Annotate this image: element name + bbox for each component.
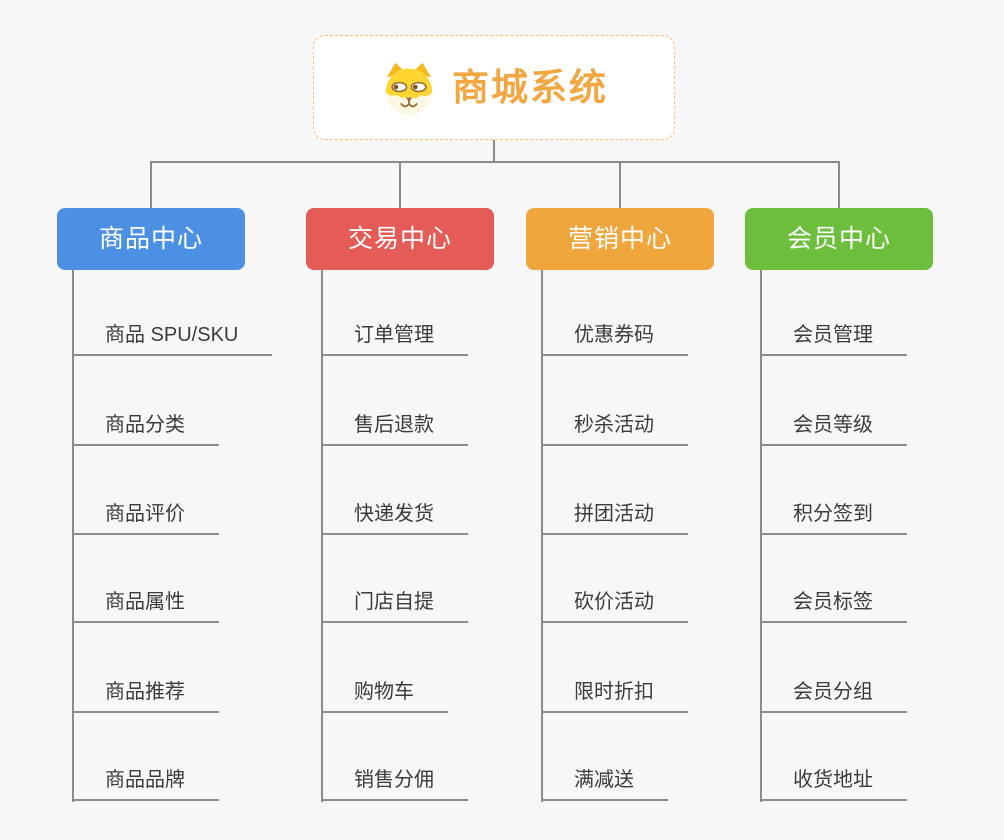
- child-node[interactable]: 门店自提: [321, 589, 468, 623]
- branch-node-trade-center[interactable]: 交易中心: [306, 208, 494, 270]
- child-node[interactable]: 商品评价: [72, 501, 219, 535]
- connector-drop-3: [619, 161, 621, 209]
- child-node[interactable]: 满减送: [541, 767, 668, 801]
- child-node[interactable]: 销售分佣: [321, 767, 468, 801]
- child-node[interactable]: 商品品牌: [72, 767, 219, 801]
- child-node[interactable]: 订单管理: [321, 322, 468, 356]
- child-node[interactable]: 购物车: [321, 679, 448, 713]
- child-node[interactable]: 优惠券码: [541, 322, 688, 356]
- branch-node-member-center[interactable]: 会员中心: [745, 208, 933, 270]
- root-title: 商城系统: [452, 67, 608, 108]
- child-node[interactable]: 砍价活动: [541, 589, 688, 623]
- child-node[interactable]: 会员等级: [760, 412, 907, 446]
- trunk-line-marketing-center: [541, 269, 543, 802]
- child-node[interactable]: 商品 SPU/SKU: [72, 322, 273, 356]
- child-node[interactable]: 快递发货: [321, 501, 468, 535]
- child-node[interactable]: 会员分组: [760, 679, 907, 713]
- child-node[interactable]: 会员标签: [760, 589, 907, 623]
- child-node[interactable]: 拼团活动: [541, 501, 688, 535]
- child-node[interactable]: 秒杀活动: [541, 412, 688, 446]
- trunk-line-trade-center: [321, 269, 323, 802]
- child-node[interactable]: 商品推荐: [72, 679, 219, 713]
- child-node[interactable]: 会员管理: [760, 322, 907, 356]
- connector-bus: [150, 161, 840, 163]
- child-node[interactable]: 收货地址: [760, 767, 907, 801]
- root-node[interactable]: 商城系统: [313, 35, 675, 140]
- connector-drop-4: [838, 161, 840, 209]
- child-node[interactable]: 商品属性: [72, 589, 219, 623]
- connector-drop-2: [399, 161, 401, 209]
- connector-root-drop: [493, 140, 495, 163]
- branch-node-marketing-center[interactable]: 营销中心: [526, 208, 714, 270]
- child-node[interactable]: 售后退款: [321, 412, 468, 446]
- child-node[interactable]: 商品分类: [72, 412, 219, 446]
- connector-drop-1: [150, 161, 152, 209]
- child-node[interactable]: 积分签到: [760, 501, 907, 535]
- dog-face-icon: [385, 62, 433, 115]
- child-node[interactable]: 限时折扣: [541, 679, 688, 713]
- trunk-line-product-center: [72, 269, 74, 802]
- branch-node-product-center[interactable]: 商品中心: [57, 208, 245, 270]
- trunk-line-member-center: [760, 269, 762, 802]
